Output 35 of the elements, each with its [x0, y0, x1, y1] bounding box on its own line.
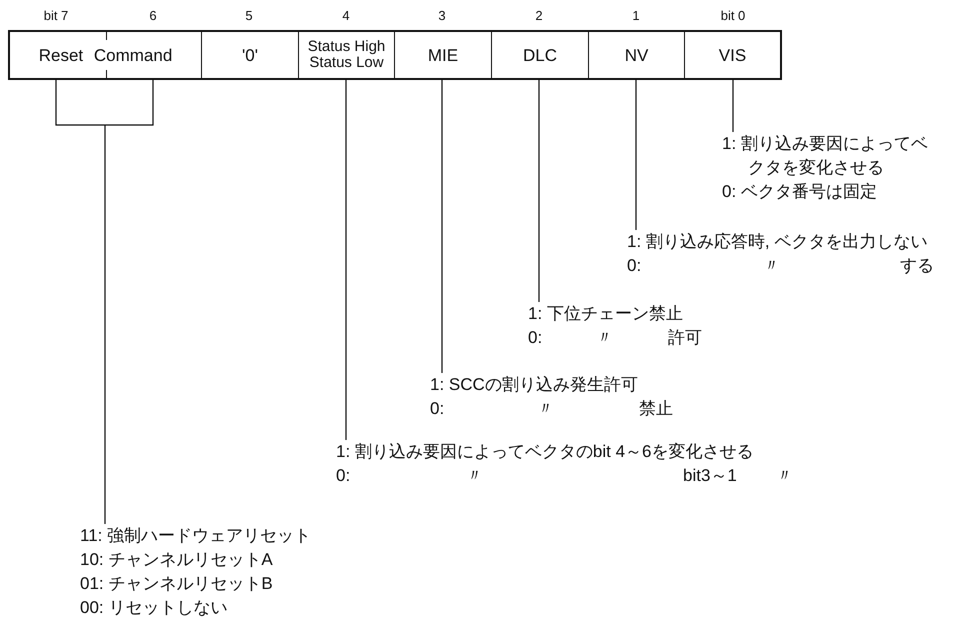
- register-field: Status High Status Low: [298, 30, 395, 80]
- leader-line: [635, 80, 637, 230]
- register-field: '0': [201, 30, 299, 80]
- register-field: MIE: [394, 30, 492, 80]
- leader-line: [441, 80, 443, 373]
- bit-number: 6: [149, 8, 157, 23]
- value-description: 1: SCCの割り込み発生許可: [430, 374, 639, 396]
- register-field: Reset Command: [8, 30, 202, 80]
- value-description: 0: 〃 する: [627, 255, 935, 277]
- leader-line: [55, 79, 154, 525]
- value-description: 0: 〃 禁止: [430, 398, 674, 420]
- value-description: 10: チャンネルリセットA: [80, 549, 274, 571]
- value-description: 1: 割り込み応答時, ベクタを出力しない: [627, 231, 928, 253]
- value-description: 0: 〃 bit3～1 〃: [336, 465, 794, 487]
- value-description: 1: 割り込み要因によってベクタを変化させる: [722, 133, 929, 179]
- bit-number: 1: [632, 8, 640, 23]
- value-description: 01: チャンネルリセットB: [80, 573, 274, 595]
- value-description: 00: リセットしない: [80, 597, 228, 619]
- register-field: VIS: [684, 30, 782, 80]
- register-field: NV: [588, 30, 685, 80]
- bit-number: 2: [535, 8, 543, 23]
- value-description: 0: ベクタ番号は固定: [722, 181, 878, 203]
- leader-line: [538, 80, 540, 302]
- bit-number: bit 0: [720, 8, 746, 23]
- value-description: 0: 〃 許可: [528, 327, 703, 349]
- value-description: 1: 下位チェーン禁止: [528, 303, 684, 325]
- bit-number: 5: [245, 8, 253, 23]
- bit-number: 4: [342, 8, 350, 23]
- register-field: DLC: [491, 30, 589, 80]
- leader-line: [732, 80, 734, 132]
- bit-number: 3: [438, 8, 446, 23]
- bit-number: bit 7: [44, 8, 68, 23]
- value-description: 1: 割り込み要因によってベクタのbit 4～6を変化させる: [336, 441, 754, 463]
- leader-line: [345, 80, 347, 440]
- value-description: 11: 強制ハードウェアリセット: [80, 525, 312, 547]
